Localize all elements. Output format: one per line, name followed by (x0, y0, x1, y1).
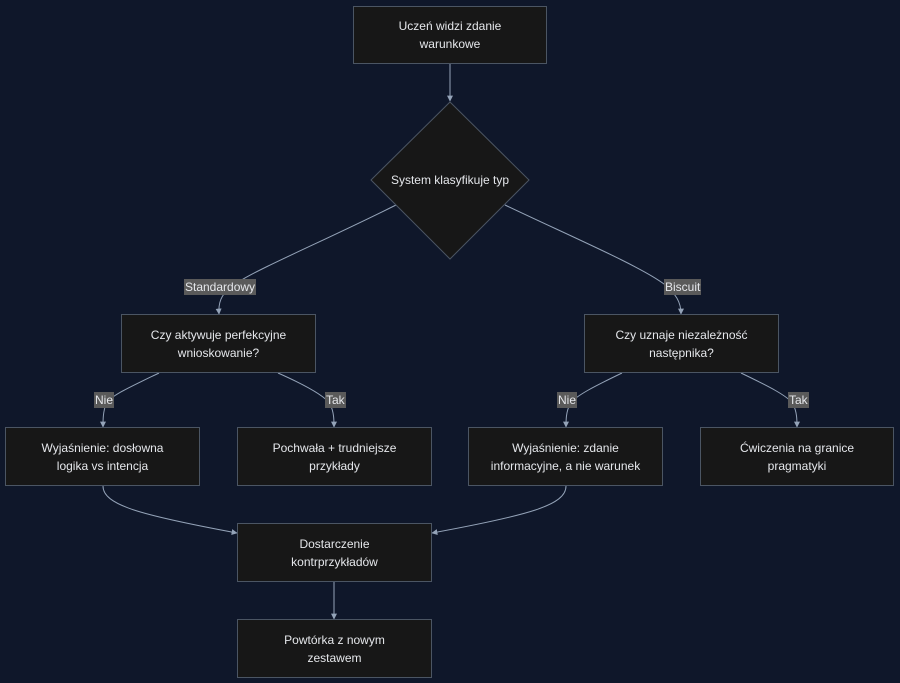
edge-label-biscuit-no: Nie (557, 392, 578, 408)
node-praise: Pochwała + trudniejsze przykłady (237, 427, 432, 486)
edge-label-standard-yes: Tak (325, 392, 346, 408)
edge-decision-to-biscuit (504, 204, 684, 315)
node-exercises: Ćwiczenia na granice pragmatyki (700, 427, 894, 486)
node-question-standard: Czy aktywuje perfekcyjne wnioskowanie? (121, 314, 316, 373)
edge-info-to-counter (431, 485, 567, 535)
edge-label-standard-no: Nie (94, 392, 115, 408)
edge-literal-to-counter (102, 485, 238, 535)
node-start: Uczeń widzi zdanie warunkowe (353, 6, 547, 64)
node-decision-label: System klasyfikuje typ (390, 173, 510, 187)
edge-label-biscuit-yes: Tak (788, 392, 809, 408)
edge-label-biscuit: Biscuit (664, 279, 702, 295)
node-explain-literal: Wyjaśnienie: dosłowna logika vs intencja (5, 427, 200, 486)
edge-decision-to-standard (215, 204, 397, 315)
edge-label-standard: Standardowy (184, 279, 257, 295)
decision-diamond (370, 101, 530, 260)
node-counterexamples: Dostarczenie kontrprzykładów (237, 523, 432, 582)
node-explain-info: Wyjaśnienie: zdanie informacyjne, a nie … (468, 427, 663, 486)
node-question-biscuit: Czy uznaje niezależność następnika? (584, 314, 779, 373)
node-review: Powtórka z nowym zestawem (237, 619, 432, 678)
